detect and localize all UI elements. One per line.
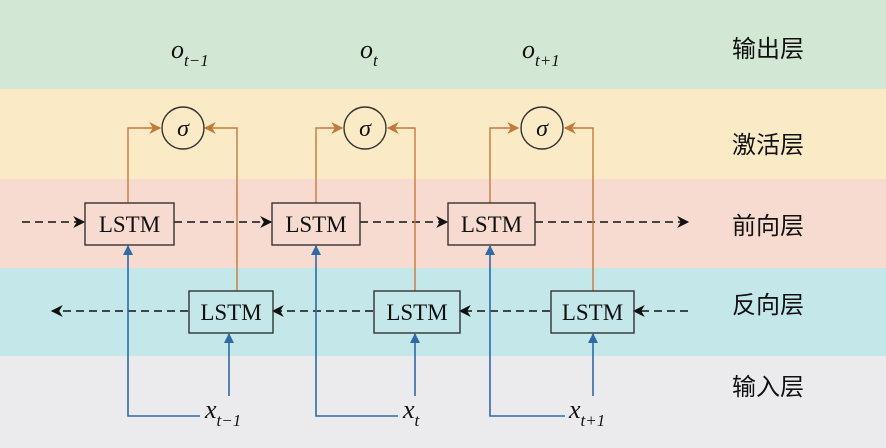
input-label: xt−1: [204, 395, 241, 430]
backward-lstm-box: [550, 290, 635, 334]
input-to-forward-arrow: [311, 245, 398, 417]
backward-layer-label: 反向层: [732, 291, 804, 319]
backward-to-sigma-arrow: [203, 122, 238, 291]
input-base: x: [204, 395, 217, 424]
backward-band: [0, 268, 886, 356]
cell-t-minus-1: LSTM LSTM σ ot−1 xt−1: [84, 35, 274, 430]
input-band: [0, 356, 886, 448]
output-base: o: [360, 35, 373, 64]
forward-lstm-box: [447, 202, 536, 246]
input-label: xt: [402, 395, 421, 430]
forward-lstm-label: LSTM: [285, 212, 346, 237]
output-base: o: [522, 35, 535, 64]
output-subscript: t+1: [535, 51, 560, 70]
activation-band: [0, 89, 886, 179]
forward-to-sigma-arrow: [315, 122, 344, 203]
backward-lstm-box: [373, 290, 461, 334]
input-subscript: t−1: [217, 411, 242, 430]
input-base: x: [568, 395, 581, 424]
input-layer-label: 输入层: [732, 373, 804, 401]
output-band: [0, 0, 886, 89]
input-label: xt+1: [568, 395, 605, 430]
backward-lstm-label: LSTM: [386, 300, 447, 325]
sigma-node: [161, 106, 205, 150]
input-subscript: t+1: [581, 411, 606, 430]
backward-lstm-label: LSTM: [200, 300, 261, 325]
output-label: ot−1: [171, 35, 209, 70]
backward-to-sigma-arrow: [563, 122, 594, 291]
output-label: ot: [360, 35, 379, 70]
backward-lstm-label: LSTM: [562, 300, 623, 325]
output-label: ot+1: [522, 35, 560, 70]
input-to-forward-arrow: [123, 245, 200, 417]
backward-lstm-box: [188, 290, 274, 334]
forward-lstm-label: LSTM: [99, 212, 160, 237]
output-layer-label: 输出层: [732, 35, 804, 63]
sigma-node: [520, 106, 564, 150]
forward-lstm-box: [84, 202, 175, 246]
forward-to-sigma-arrow: [489, 122, 520, 203]
forward-lstm-box: [271, 202, 361, 246]
forward-to-sigma-arrow: [127, 122, 162, 203]
backward-to-sigma-arrow: [386, 122, 416, 291]
output-subscript: t−1: [184, 51, 209, 70]
activation-layer-label: 激活层: [732, 131, 804, 159]
input-to-forward-arrow: [485, 245, 565, 417]
sigma-symbol: σ: [359, 116, 372, 142]
sigma-symbol: σ: [177, 116, 190, 142]
input-base: x: [402, 395, 415, 424]
cell-t: LSTM LSTM σ ot xt: [271, 35, 461, 430]
forward-layer-label: 前向层: [732, 212, 804, 240]
sigma-symbol: σ: [536, 116, 549, 142]
input-subscript: t: [415, 411, 421, 430]
sigma-node: [343, 106, 387, 150]
output-subscript: t: [373, 51, 379, 70]
output-base: o: [171, 35, 184, 64]
forward-lstm-label: LSTM: [461, 212, 522, 237]
cell-t-plus-1: LSTM LSTM σ ot+1 xt+1: [447, 35, 635, 430]
